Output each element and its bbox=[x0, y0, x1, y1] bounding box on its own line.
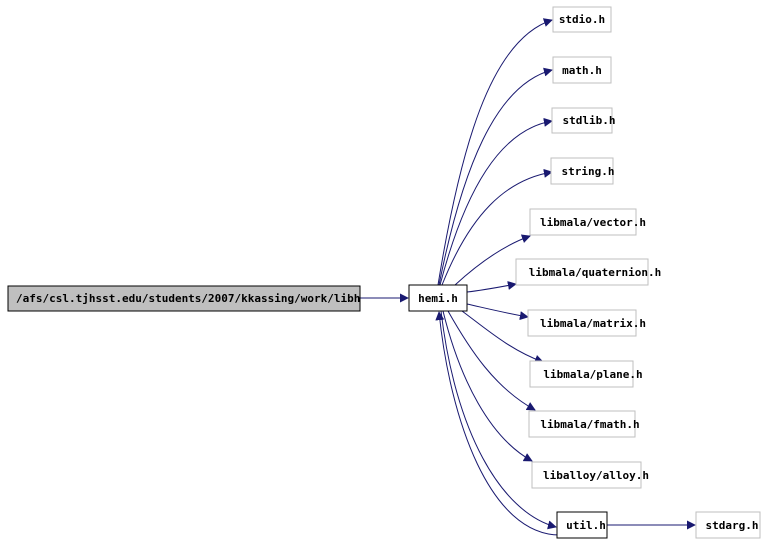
node-string-h[interactable]: string.h bbox=[550, 157, 615, 185]
node-libmala-quaternion-h-label: libmala/quaternion.h bbox=[529, 266, 661, 279]
node-libmala-vector-h[interactable]: libmala/vector.h bbox=[529, 208, 646, 236]
node-hemi-h-label: hemi.h bbox=[418, 292, 458, 305]
node-liballoy-alloy-h[interactable]: liballoy/alloy.h bbox=[531, 461, 649, 489]
node-hemi-h[interactable]: hemi.h bbox=[408, 284, 468, 312]
dependency-edges bbox=[360, 18, 696, 536]
edge-hemi-h-to-vector-h bbox=[454, 234, 531, 286]
node-stdio-h[interactable]: stdio.h bbox=[552, 6, 612, 33]
node-libmala-quaternion-h[interactable]: libmala/quaternion.h bbox=[515, 258, 661, 286]
node-stdlib-h-label: stdlib.h bbox=[563, 114, 616, 127]
edge-hemi-h-to-quaternion-h bbox=[466, 281, 517, 293]
root-node[interactable]: /afs/csl.tjhsst.edu/students/2007/kkassi… bbox=[7, 285, 427, 312]
edge-hemi-h-to-math-h bbox=[438, 67, 553, 286]
node-libmala-plane-h-label: libmala/plane.h bbox=[543, 368, 642, 381]
edge-hemi-h-to-util-h bbox=[440, 310, 557, 530]
node-libmala-fmath-h[interactable]: libmala/fmath.h bbox=[528, 410, 640, 438]
edge-hemi-h-to-string-h bbox=[441, 168, 553, 286]
edge-hemi-h-to-matrix-h bbox=[466, 303, 529, 321]
node-string-h-label: string.h bbox=[562, 165, 615, 178]
node-stdarg-h[interactable]: stdarg.h bbox=[695, 511, 761, 539]
node-util-h-label: util.h bbox=[566, 519, 606, 532]
edge-hemi-h-to-plane-h bbox=[461, 310, 544, 364]
node-libmala-matrix-h[interactable]: libmala/matrix.h bbox=[527, 309, 646, 337]
edge-hemi-h-to-stdlib-h bbox=[439, 117, 553, 286]
node-libmala-vector-h-label: libmala/vector.h bbox=[540, 216, 646, 229]
root-node-label: /afs/csl.tjhsst.edu/students/2007/kkassi… bbox=[16, 292, 427, 305]
node-stdlib-h[interactable]: stdlib.h bbox=[551, 107, 616, 134]
node-libmala-matrix-h-label: libmala/matrix.h bbox=[540, 317, 646, 330]
edge-hemi-h-to-stdio-h bbox=[437, 18, 553, 286]
edge-hemi-h-to-alloy-h bbox=[442, 310, 533, 462]
node-stdio-h-label: stdio.h bbox=[559, 13, 605, 26]
node-util-h[interactable]: util.h bbox=[556, 511, 608, 539]
edge-util-h-to-hemi-h bbox=[435, 311, 561, 536]
node-liballoy-alloy-h-label: liballoy/alloy.h bbox=[543, 469, 649, 482]
node-libmala-fmath-h-label: libmala/fmath.h bbox=[540, 418, 639, 431]
node-stdarg-h-label: stdarg.h bbox=[706, 519, 759, 532]
node-math-h-label: math.h bbox=[562, 64, 602, 77]
edge-hemi-h-to-fmath-h bbox=[447, 310, 536, 411]
node-math-h[interactable]: math.h bbox=[552, 56, 612, 84]
node-libmala-plane-h[interactable]: libmala/plane.h bbox=[529, 360, 643, 388]
